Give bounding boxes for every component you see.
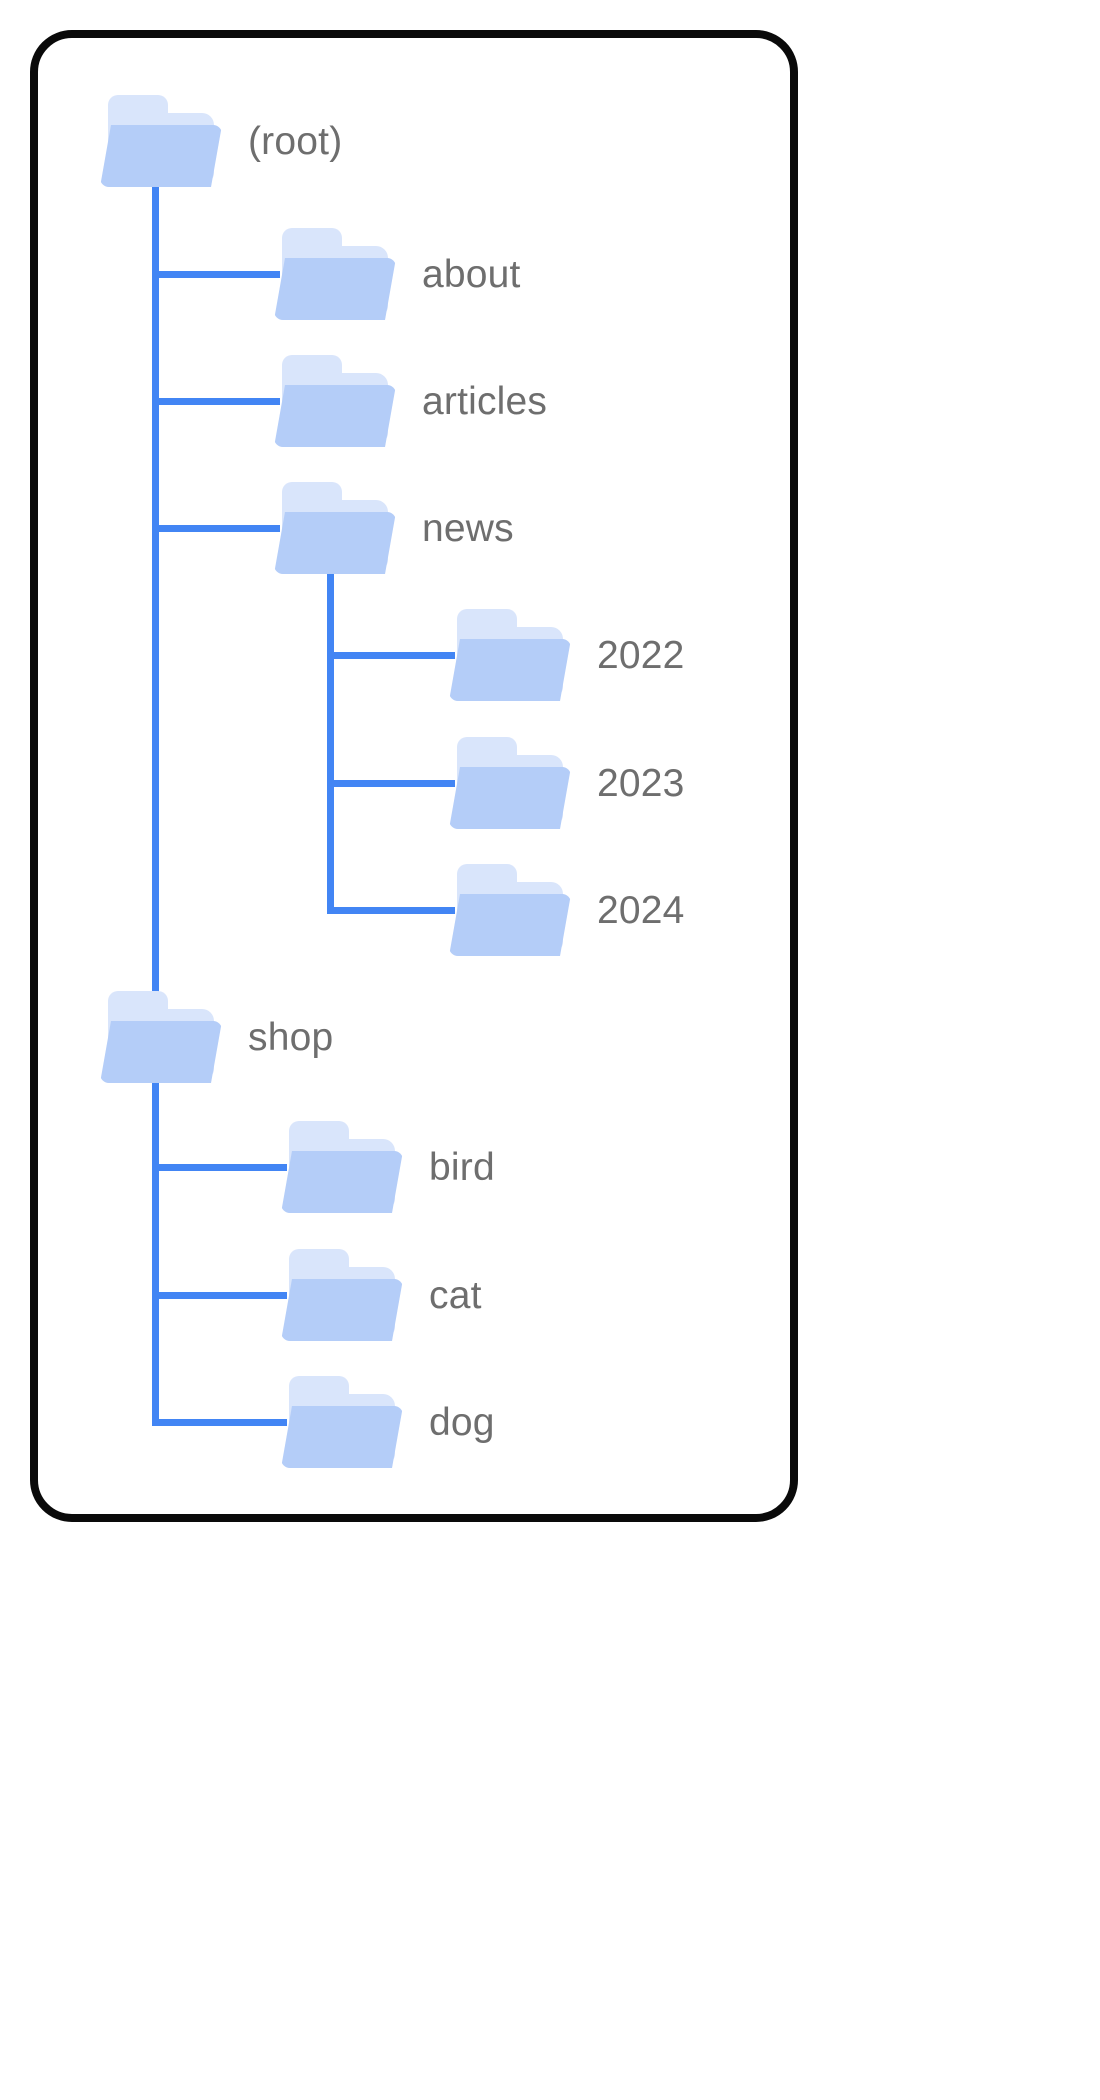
folder-icon [274,228,396,320]
folder-icon [281,1376,403,1468]
tree-node-label: 2024 [597,888,685,932]
tree-node-label: articles [422,379,548,423]
tree-node-about[interactable]: about [274,228,521,320]
folder-icon [274,355,396,447]
tree-node-label: about [422,252,521,296]
folder-icon [449,737,571,829]
tree-node-bird[interactable]: bird [281,1121,495,1213]
tree-node-2022[interactable]: 2022 [449,609,685,701]
folder-icon [281,1121,403,1213]
tree-node-label: shop [248,1015,334,1059]
tree-node-label: 2022 [597,633,685,677]
tree-node-2023[interactable]: 2023 [449,737,685,829]
folder-icon [100,991,222,1083]
tree-node-label: news [422,506,514,550]
tree-node-label: bird [429,1145,495,1189]
tree-node-label: (root) [248,119,343,163]
folder-icon [274,482,396,574]
tree-node-label: 2023 [597,761,685,805]
tree-node-root[interactable]: (root) [100,95,342,187]
tree-node-news[interactable]: news [274,482,514,574]
tree-node-shop[interactable]: shop [100,991,333,1083]
tree-node-label: cat [429,1273,482,1317]
folder-icon [449,609,571,701]
tree-node-label: dog [429,1400,495,1444]
folder-icon [281,1249,403,1341]
folder-icon [449,864,571,956]
folder-icon [100,95,222,187]
tree-node-2024[interactable]: 2024 [449,864,685,956]
tree-node-cat[interactable]: cat [281,1249,482,1341]
tree-node-dog[interactable]: dog [281,1376,495,1468]
tree-node-articles[interactable]: articles [274,355,547,447]
